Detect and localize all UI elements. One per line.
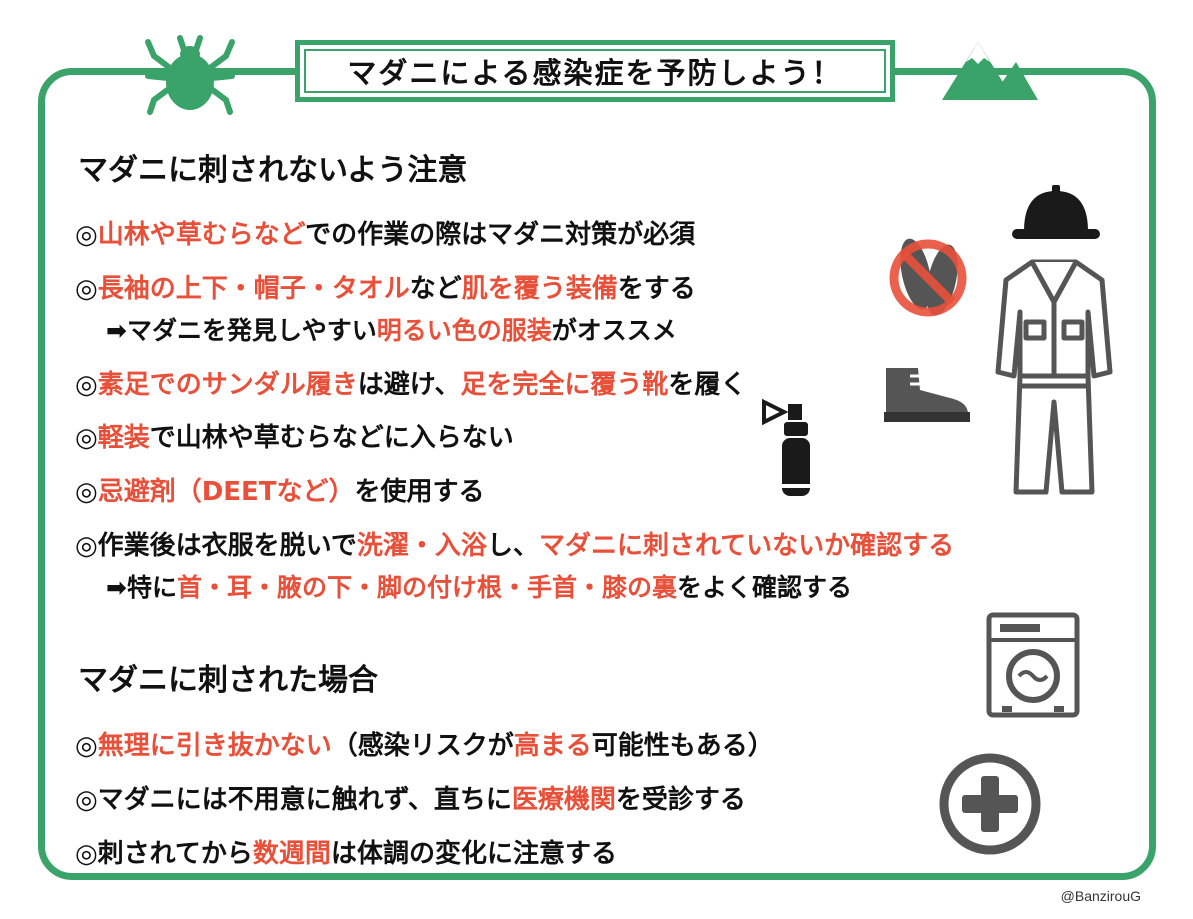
text-segment: し、 — [486, 531, 539, 561]
highlighted-text: 医療機関 — [511, 785, 616, 815]
no-sandals-icon — [889, 238, 967, 317]
highlighted-text: 足を完全に覆う靴 — [460, 370, 669, 400]
text-segment: がオススメ — [551, 316, 677, 345]
text-segment: をよく確認する — [676, 573, 852, 602]
washing-machine-icon — [986, 612, 1080, 718]
text-segment: ◎ — [75, 370, 98, 400]
content-frame — [38, 68, 1156, 880]
bitten-line: ◎無理に引き抜かない（感染リスクが高まる可能性もある） — [75, 725, 774, 762]
highlighted-text: 数週間 — [252, 839, 331, 869]
section-heading-if-bitten: マダニに刺された場合 — [78, 663, 378, 698]
bitten-line: ◎マダニには不用意に触れず、直ちに医療機関を受診する — [75, 779, 746, 816]
spray-icon — [762, 398, 810, 496]
prevention-subline: ➡特に首・耳・腋の下・脚の付け根・手首・膝の裏をよく確認する — [106, 568, 852, 604]
prevention-subline: ➡マダニを発見しやすい明るい色の服装がオススメ — [106, 311, 677, 347]
highlighted-text: 首・耳・腋の下・脚の付け根・手首・膝の裏 — [176, 573, 677, 602]
highlighted-text: 洗濯・入浴 — [356, 531, 487, 561]
text-segment: ◎ — [75, 477, 98, 507]
work-clothes-icon — [995, 259, 1113, 495]
text-segment: を履く — [668, 370, 747, 400]
prevention-line: ◎軽装で山林や草むらなどに入らない — [75, 417, 514, 454]
boot-icon — [884, 368, 970, 422]
text-segment: 可能性もある） — [591, 731, 774, 761]
prevention-line: ◎山林や草むらなどでの作業の際はマダニ対策が必須 — [75, 214, 695, 251]
text-segment: ➡マダニを発見しやすい — [106, 316, 377, 345]
highlighted-text: 無理に引き抜かない — [97, 731, 332, 761]
text-segment: など — [409, 274, 462, 304]
text-segment: ➡特に — [106, 573, 177, 602]
prevention-line: ◎作業後は衣服を脱いで洗濯・入浴し、マダニに刺されていないか確認する — [75, 525, 954, 562]
text-segment: ◎刺されてから — [75, 839, 253, 869]
highlighted-text: 忌避剤（DEETなど） — [97, 477, 355, 507]
highlighted-text: 山林や草むらなど — [97, 220, 306, 250]
text-segment: ◎作業後は衣服を脱いで — [75, 531, 357, 561]
text-segment: は体調の変化に注意する — [330, 839, 617, 869]
text-segment: ◎マダニには不用意に触れず、直ちに — [75, 785, 512, 815]
text-segment: ◎ — [75, 274, 98, 304]
mountain-icon — [942, 42, 1038, 100]
text-segment: をする — [617, 274, 696, 304]
credit-handle: @BanzirouG — [1060, 888, 1141, 904]
highlighted-text: 高まる — [513, 731, 592, 761]
text-segment: ◎ — [75, 423, 98, 453]
text-segment: を使用する — [354, 477, 485, 507]
highlighted-text: 肌を覆う装備 — [461, 274, 618, 304]
highlighted-text: 長袖の上下・帽子・タオル — [97, 274, 410, 304]
text-segment: での作業の際はマダニ対策が必須 — [305, 220, 696, 250]
tick-icon — [145, 35, 235, 115]
prevention-line: ◎素足でのサンダル履きは避け、足を完全に覆う靴を履く — [75, 364, 746, 401]
highlighted-text: 素足でのサンダル履き — [97, 370, 358, 400]
text-segment: は避け、 — [357, 370, 461, 400]
prevention-line: ◎長袖の上下・帽子・タオルなど肌を覆う装備をする — [75, 268, 696, 305]
bitten-line: ◎刺されてから数週間は体調の変化に注意する — [75, 833, 617, 870]
text-segment: ◎ — [75, 220, 98, 250]
helmet-icon — [1012, 185, 1100, 239]
text-segment: （感染リスクが — [331, 731, 514, 761]
text-segment: で山林や草むらなどに入らない — [149, 423, 514, 453]
title-box: マダニによる感染症を予防しよう！ — [295, 40, 895, 102]
medical-cross-icon — [939, 753, 1041, 855]
highlighted-text: 明るい色の服装 — [376, 316, 552, 345]
highlighted-text: 軽装 — [97, 423, 150, 453]
prevention-line: ◎忌避剤（DEETなど）を使用する — [75, 471, 485, 508]
text-segment: を受診する — [615, 785, 746, 815]
page-title: マダニによる感染症を予防しよう！ — [304, 49, 886, 93]
section-heading-prevention: マダニに刺されないよう注意 — [78, 153, 468, 188]
text-segment: ◎ — [75, 731, 98, 761]
highlighted-text: マダニに刺されていないか確認する — [538, 531, 955, 561]
